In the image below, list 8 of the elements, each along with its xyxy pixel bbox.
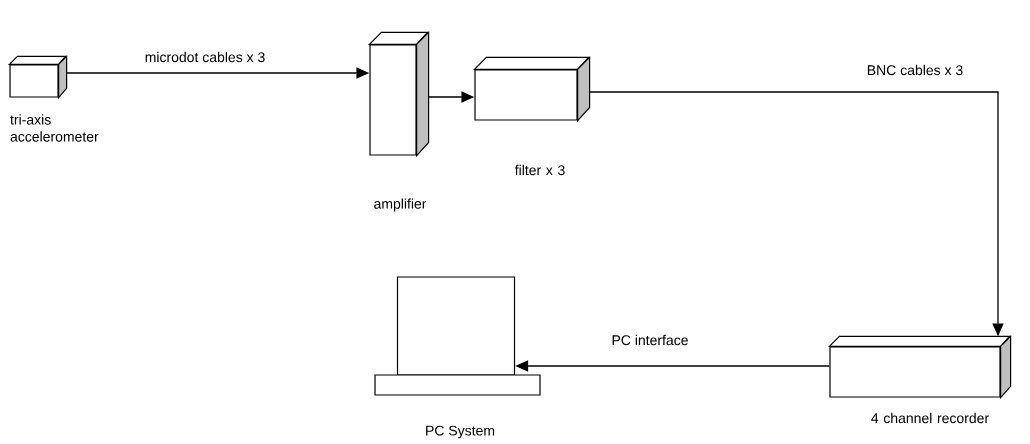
edge-label: PC interface — [610, 333, 690, 347]
edge-label: microdot cables x 3 — [143, 50, 267, 64]
node-label: PC System — [426, 425, 495, 439]
node-label: 4 channel recorder — [871, 412, 989, 424]
node-label: tri-axis accelerometer — [10, 114, 99, 142]
edge-label: BNC cables x 3 — [865, 63, 965, 77]
node-label: amplifier — [374, 198, 427, 212]
node-label: filter x 3 — [514, 164, 565, 176]
